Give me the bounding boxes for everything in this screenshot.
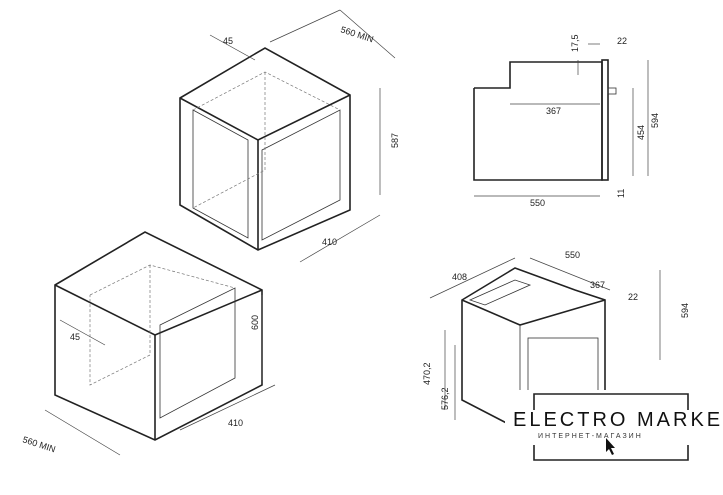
dim-inner-height: 454 <box>636 125 646 140</box>
dim-iso-height: 594 <box>680 303 690 318</box>
logo-tagline: ИНТЕРНЕТ-МАГАЗИН <box>538 433 643 440</box>
dim-iso-panel: 22 <box>628 292 638 302</box>
dim-top-gap: 17,5 <box>570 34 580 52</box>
dim-iso-height-a: 470,2 <box>422 362 432 385</box>
cursor-icon <box>606 438 615 455</box>
dim-bottom-gap: 11 <box>616 189 626 198</box>
dim-upper-height: 587 <box>390 133 400 148</box>
dim-lower-offset: 45 <box>70 332 80 342</box>
electro-market-logo: ELECTRO MARKET ИНТЕРНЕТ-МАГАЗИН <box>505 390 723 495</box>
oven-iso-view <box>429 257 661 431</box>
upper-niche <box>179 9 396 263</box>
dim-iso-step: 367 <box>590 280 605 290</box>
dim-iso-width: 408 <box>452 272 467 282</box>
dim-iso-depth: 550 <box>565 250 580 260</box>
logo-brand: ELECTRO MARKET <box>513 409 723 431</box>
dim-lower-min-depth: 560 MIN <box>21 434 56 454</box>
dim-panel-thickness: 22 <box>617 36 627 46</box>
dim-upper-offset: 45 <box>223 36 233 46</box>
dim-total-height: 594 <box>650 113 660 128</box>
dim-step-depth: 367 <box>546 106 561 116</box>
dim-lower-height: 600 <box>250 315 260 330</box>
dim-upper-width: 410 <box>322 237 337 247</box>
dim-iso-height-b: 576,2 <box>440 387 450 410</box>
dim-lower-width: 410 <box>228 418 243 428</box>
lower-niche <box>44 231 276 456</box>
oven-side-view <box>473 43 649 197</box>
dim-total-depth: 550 <box>530 198 545 208</box>
dim-upper-min-depth: 560 MIN <box>339 24 374 44</box>
